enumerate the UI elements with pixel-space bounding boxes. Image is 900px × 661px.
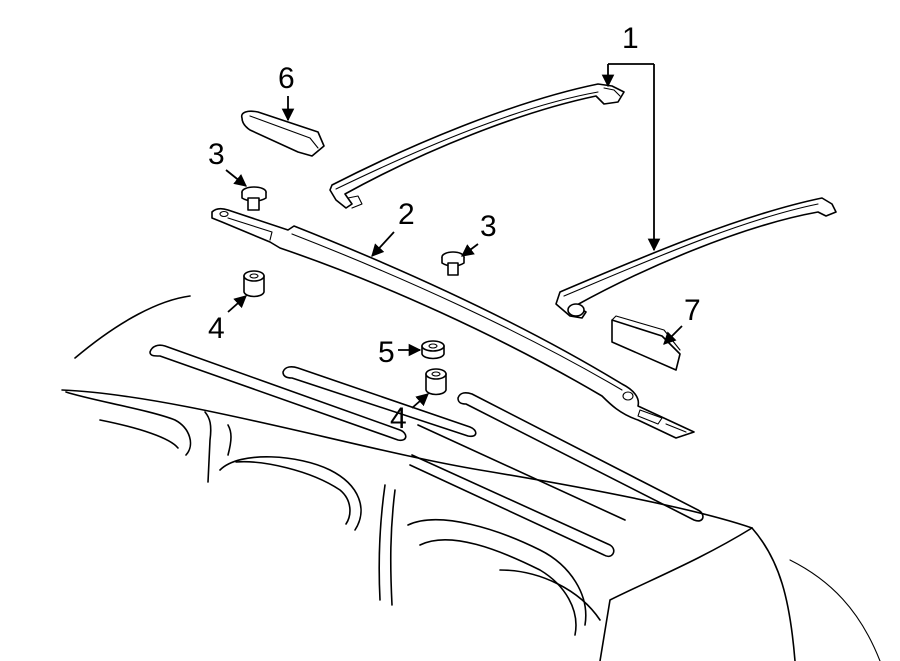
- callout-4-right: 4: [390, 402, 407, 435]
- callout-7-group: 7: [663, 294, 701, 345]
- callout-6-group: 6: [278, 62, 295, 122]
- callout-2-group: 2: [371, 198, 415, 257]
- end-cap-rear: [611, 315, 681, 371]
- end-cap-front: [240, 110, 325, 157]
- bushing-right: [425, 368, 447, 396]
- bushing-left: [243, 270, 265, 298]
- callout-2: 2: [398, 198, 415, 231]
- callout-1: 1: [622, 22, 639, 55]
- callout-6: 6: [278, 62, 295, 95]
- cross-bar-rear: [555, 197, 837, 319]
- callout-4-left: 4: [208, 312, 225, 345]
- callout-4a-group: 4: [208, 295, 247, 345]
- callout-7: 7: [684, 294, 701, 327]
- callout-4b-group: 4: [390, 393, 429, 435]
- callout-3b-group: 3: [460, 210, 497, 257]
- bolt-right: [441, 251, 465, 276]
- callout-3-left: 3: [208, 138, 225, 171]
- vehicle-roof: [61, 295, 881, 661]
- callout-3a-group: 3: [208, 138, 247, 187]
- callout-1-group: 1: [601, 22, 661, 252]
- callout-5: 5: [378, 336, 395, 369]
- bolt-left: [241, 186, 267, 211]
- callout-3-right: 3: [480, 210, 497, 243]
- side-rail: [211, 207, 695, 439]
- callout-5-group: 5: [378, 336, 422, 369]
- cross-bar-front: [329, 83, 625, 209]
- nut: [421, 340, 445, 360]
